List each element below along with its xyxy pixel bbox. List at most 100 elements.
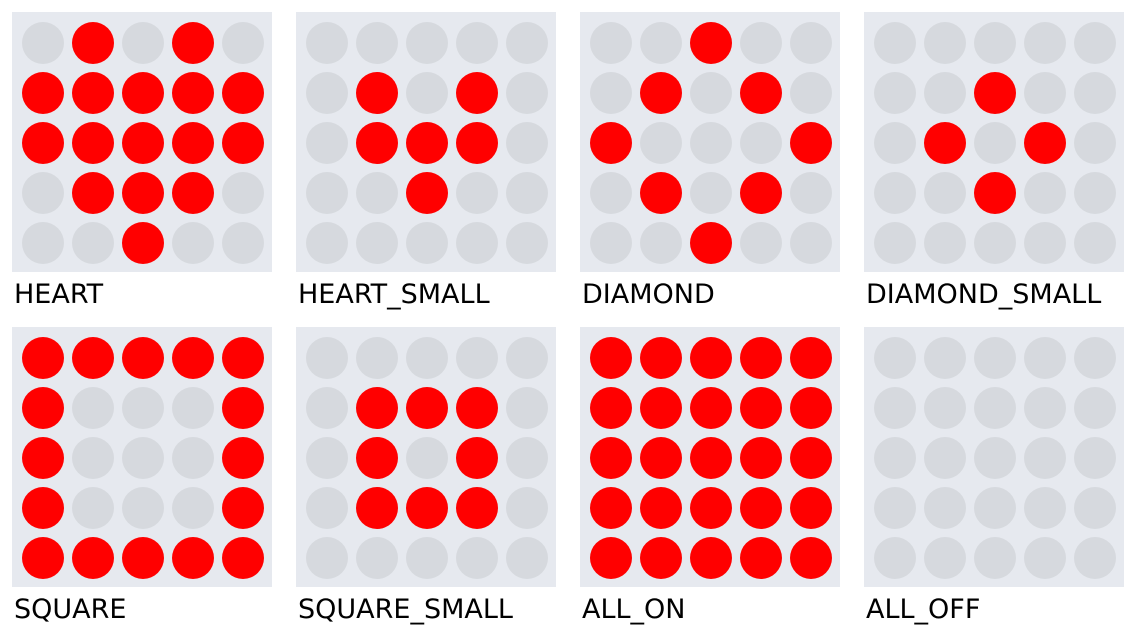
led-on (22, 337, 64, 379)
led-off (874, 122, 916, 164)
led-on (456, 387, 498, 429)
led-off (306, 22, 348, 64)
led-off (974, 387, 1016, 429)
led-off (456, 337, 498, 379)
led-off (640, 122, 682, 164)
led-off (1024, 22, 1066, 64)
led-off (1074, 387, 1116, 429)
led-on (356, 437, 398, 479)
led-on (122, 172, 164, 214)
led-off (874, 172, 916, 214)
led-on (222, 337, 264, 379)
led-off (122, 437, 164, 479)
led-on (640, 72, 682, 114)
led-off (790, 22, 832, 64)
led-off (740, 222, 782, 264)
led-off (72, 437, 114, 479)
led-on (640, 537, 682, 579)
led-off (974, 122, 1016, 164)
led-off (456, 537, 498, 579)
led-on (22, 122, 64, 164)
led-on (406, 387, 448, 429)
led-grid-all-off (864, 327, 1124, 587)
led-off (306, 437, 348, 479)
led-on (406, 172, 448, 214)
led-off (974, 337, 1016, 379)
led-on (222, 122, 264, 164)
led-off (924, 387, 966, 429)
image-name-label: SQUARE_SMALL (298, 594, 513, 625)
led-on (590, 537, 632, 579)
led-off (22, 22, 64, 64)
led-grid-diamond-small (864, 12, 1124, 272)
led-off (1074, 437, 1116, 479)
led-off (974, 222, 1016, 264)
led-on (640, 487, 682, 529)
led-grid-heart (12, 12, 272, 272)
led-off (874, 387, 916, 429)
led-off (222, 222, 264, 264)
led-off (1024, 387, 1066, 429)
led-off (506, 22, 548, 64)
led-on (72, 172, 114, 214)
led-off (1024, 337, 1066, 379)
led-off (690, 72, 732, 114)
led-on (690, 437, 732, 479)
led-on (72, 337, 114, 379)
led-off (924, 487, 966, 529)
led-on (790, 437, 832, 479)
led-off (974, 22, 1016, 64)
led-off (1024, 537, 1066, 579)
led-off (122, 387, 164, 429)
led-on (456, 437, 498, 479)
led-on (122, 537, 164, 579)
led-off (22, 172, 64, 214)
image-name-label: HEART (14, 279, 104, 310)
led-off (1074, 122, 1116, 164)
led-grid-square-small (296, 327, 556, 587)
led-off (690, 172, 732, 214)
led-off (974, 537, 1016, 579)
led-off (874, 537, 916, 579)
led-off (456, 22, 498, 64)
led-off (740, 22, 782, 64)
led-off (172, 487, 214, 529)
led-on (790, 387, 832, 429)
led-on (790, 487, 832, 529)
led-off (222, 172, 264, 214)
led-off (506, 337, 548, 379)
led-on (924, 122, 966, 164)
led-off (640, 22, 682, 64)
led-off (72, 487, 114, 529)
led-on (740, 437, 782, 479)
led-off (122, 22, 164, 64)
image-name-label: ALL_ON (582, 594, 686, 625)
led-off (306, 337, 348, 379)
led-on (356, 487, 398, 529)
led-off (974, 437, 1016, 479)
led-on (974, 72, 1016, 114)
led-off (72, 222, 114, 264)
led-off (590, 222, 632, 264)
led-off (306, 387, 348, 429)
led-on (356, 122, 398, 164)
led-on (22, 387, 64, 429)
image-name-label: SQUARE (14, 594, 127, 625)
led-off (406, 437, 448, 479)
led-on (690, 222, 732, 264)
led-grid-heart-small (296, 12, 556, 272)
led-on (172, 537, 214, 579)
led-on (740, 387, 782, 429)
led-off (406, 22, 448, 64)
led-off (22, 222, 64, 264)
led-off (874, 72, 916, 114)
led-on (690, 487, 732, 529)
led-on (172, 172, 214, 214)
led-on (790, 122, 832, 164)
image-name-label: ALL_OFF (866, 594, 981, 625)
led-on (122, 122, 164, 164)
led-off (1074, 22, 1116, 64)
led-off (456, 172, 498, 214)
led-on (456, 487, 498, 529)
